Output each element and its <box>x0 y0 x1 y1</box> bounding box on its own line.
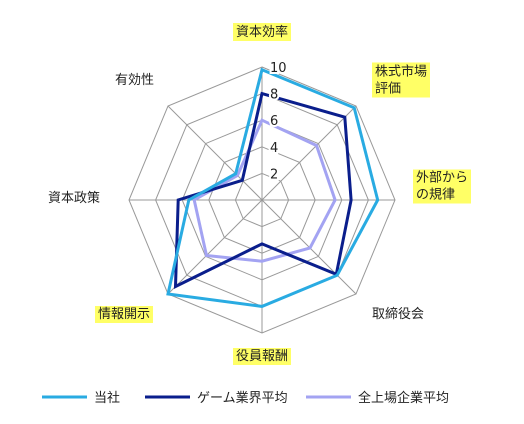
axis-label-line: 情報開示 <box>98 307 150 322</box>
axis-label-highlight-2 <box>372 62 430 98</box>
series-line-3 <box>192 118 337 263</box>
axis-label-line: 株式市場 <box>375 64 427 80</box>
legend-label-2: ゲーム業界平均 <box>197 390 288 406</box>
axis-label-8: 有効性 <box>115 73 154 88</box>
axis-label-line: 資本政策 <box>48 190 100 206</box>
axis-label-6: 情報開示 <box>98 307 150 322</box>
tick-label-4: 4 <box>270 141 278 156</box>
tick-label-6: 6 <box>270 114 278 129</box>
tick-label-2: 2 <box>270 167 278 182</box>
axis-label-4: 取締役会 <box>372 306 424 322</box>
axis-label-line: 役員報酬 <box>236 349 288 364</box>
axis-label-line: 資本効率 <box>236 24 288 40</box>
axis-label-7: 資本政策 <box>48 190 100 206</box>
axis-label-2: 株式市場評価 <box>375 64 427 97</box>
axis-label-3: 外部からの規律 <box>416 171 468 203</box>
series-line-2 <box>173 91 353 289</box>
axis-label-highlight-6 <box>95 306 153 323</box>
axis-label-highlight-5 <box>233 348 291 365</box>
tick-label-10: 10 <box>270 61 287 76</box>
grid-spoke-2 <box>261 105 357 201</box>
series-line-1 <box>166 67 380 308</box>
axis-label-line: の規律 <box>416 188 455 203</box>
axis-label-5: 役員報酬 <box>236 349 288 364</box>
axis-label-line: 外部から <box>416 171 468 186</box>
grid-spoke-6 <box>167 199 263 295</box>
axis-label-1: 資本効率 <box>236 24 288 40</box>
axis-label-line: 評価 <box>375 82 401 97</box>
axis-label-highlight-1 <box>233 23 291 41</box>
legend-label-1: 当社 <box>94 390 120 406</box>
axis-label-line: 取締役会 <box>372 306 424 322</box>
axis-label-highlight-3 <box>413 169 471 204</box>
grid-spoke-8 <box>167 105 263 201</box>
legend-label-3: 全上場企業平均 <box>358 390 449 406</box>
tick-label-8: 8 <box>270 88 278 103</box>
axis-label-line: 有効性 <box>115 73 154 88</box>
